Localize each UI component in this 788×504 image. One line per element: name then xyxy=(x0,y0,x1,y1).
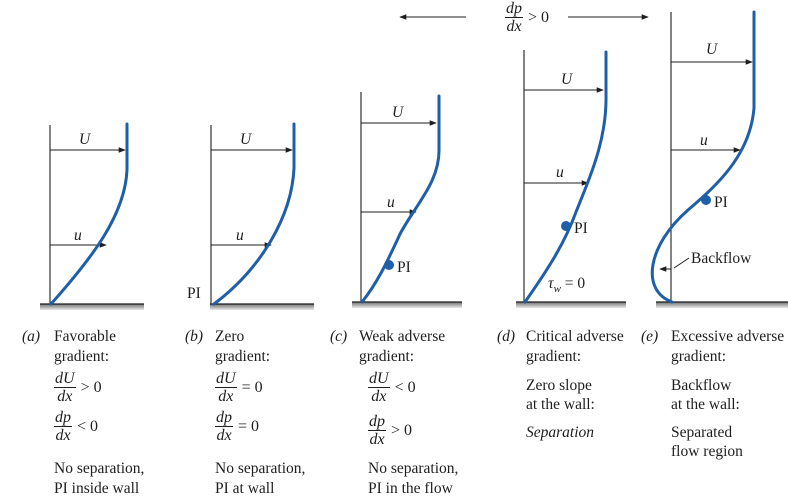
caption-title-b-2: gradient: xyxy=(215,348,271,365)
caption-title-e-2: gradient: xyxy=(671,348,727,365)
label-PI-b: PI xyxy=(187,285,201,302)
eq2-num-c: dp xyxy=(368,413,386,431)
caption-note-c-1: No separation, xyxy=(368,460,459,477)
caption-note-d-2: at the wall: xyxy=(526,396,595,413)
leader-backflow xyxy=(673,257,690,269)
label-tau-sub: w xyxy=(553,283,561,296)
eq1-rel-c: < 0 xyxy=(394,378,416,396)
eq2-num-b: dp xyxy=(215,409,233,427)
inflection-point-c xyxy=(384,260,394,270)
label-U-d: U xyxy=(561,71,573,88)
caption-title-e-1: Excessive adverse xyxy=(671,328,785,345)
label-tau-wall: τw = 0 xyxy=(548,274,585,299)
caption-letter-e: (e) xyxy=(641,328,659,345)
inflection-point-d xyxy=(561,221,571,231)
caption-note-e-1: Backflow xyxy=(671,377,732,394)
label-u-a: u xyxy=(74,227,82,244)
eq2-rel-b: = 0 xyxy=(238,417,260,435)
eq1-num-b: dU xyxy=(215,370,237,388)
eq1-den-a: dx xyxy=(57,388,73,405)
eq2-den-b: dx xyxy=(216,427,232,444)
caption-title-b-1: Zero xyxy=(215,328,245,345)
eq2-num-a: dp xyxy=(54,409,72,427)
eq1-num-a: dU xyxy=(54,370,76,388)
profile-curve-b xyxy=(212,122,296,306)
label-U-a: U xyxy=(79,131,91,148)
label-u-c: u xyxy=(387,194,395,211)
label-tau: τ xyxy=(548,275,554,292)
eq2-rel-c: > 0 xyxy=(391,421,413,439)
caption-note-b-2: PI at wall xyxy=(215,480,275,497)
header-relation: > 0 xyxy=(528,8,550,26)
caption-note-b-1: No separation, xyxy=(215,460,306,477)
label-U-e: U xyxy=(706,41,718,58)
eq2-rel-a: < 0 xyxy=(77,417,99,435)
label-U-b: U xyxy=(240,131,252,148)
caption-note-e-2: at the wall: xyxy=(671,396,740,413)
caption-letter-b: (b) xyxy=(185,328,204,345)
eq1-rel-b: = 0 xyxy=(241,378,263,396)
label-U-c: U xyxy=(392,104,404,121)
profile-curve-c xyxy=(360,94,441,304)
caption-note-d-1: Zero slope xyxy=(526,377,592,394)
ground-walls xyxy=(40,302,788,310)
header-frac-num: dp xyxy=(505,0,523,18)
label-PI-d: PI xyxy=(574,220,588,237)
caption-letter-c: (c) xyxy=(330,328,348,345)
profile-curve-d xyxy=(523,50,608,304)
caption-note2-e-2: flow region xyxy=(671,443,743,460)
caption-note-c-2: PI in the flow xyxy=(368,480,453,497)
caption-title-d-1: Critical adverse xyxy=(526,328,624,345)
caption-note-a-2: PI inside wall xyxy=(54,480,140,497)
inflection-point-e xyxy=(701,195,711,205)
header-frac-den: dx xyxy=(506,18,522,35)
caption-emph-d: Separation xyxy=(526,424,595,441)
caption-note-a-1: No separation, xyxy=(54,460,145,477)
eq1-den-b: dx xyxy=(218,388,234,405)
caption-note2-e-1: Separated xyxy=(671,424,733,441)
label-PI-c: PI xyxy=(397,259,411,276)
eq2-den-a: dx xyxy=(55,427,71,444)
eq1-rel-a: > 0 xyxy=(80,378,102,396)
caption-title-a-1: Favorable xyxy=(54,328,116,345)
label-backflow: Backflow xyxy=(691,250,752,267)
caption-letter-a: (a) xyxy=(22,328,41,345)
label-PI-e: PI xyxy=(714,194,728,211)
label-tau-rel: = 0 xyxy=(564,275,586,292)
caption-title-d-2: gradient: xyxy=(526,348,582,365)
label-u-b: u xyxy=(236,227,244,244)
label-u-e: u xyxy=(700,132,708,149)
eq1-den-c: dx xyxy=(371,388,387,405)
profile-curve-e xyxy=(650,10,756,304)
profile-curve-a xyxy=(49,122,129,306)
eq1-num-c: dU xyxy=(368,370,390,388)
caption-title-c-1: Weak adverse xyxy=(359,328,446,345)
eq2-den-c: dx xyxy=(369,431,385,448)
caption-letter-d: (d) xyxy=(497,328,516,345)
caption-title-a-2: gradient: xyxy=(54,348,110,365)
label-u-d: u xyxy=(556,164,564,181)
caption-title-c-2: gradient: xyxy=(359,348,415,365)
